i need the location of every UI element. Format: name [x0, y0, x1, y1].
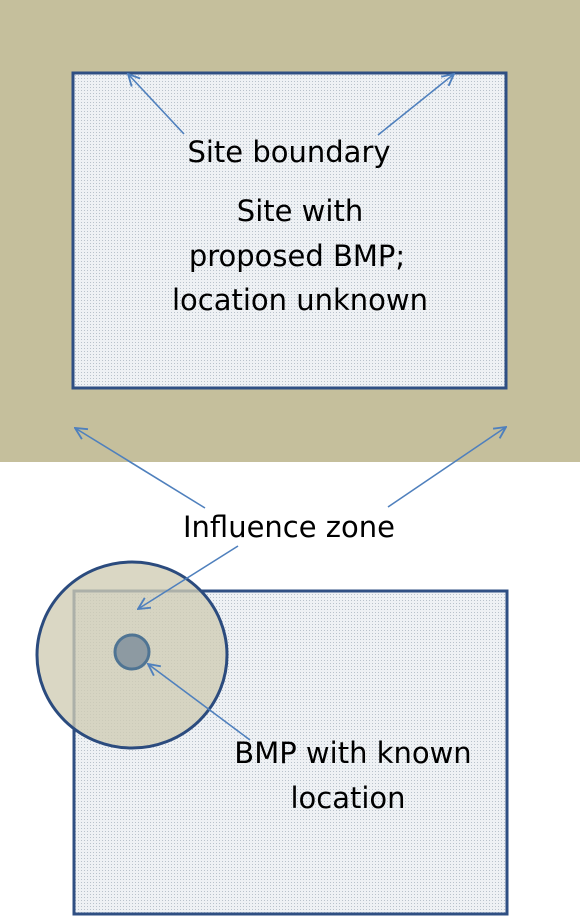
- bmp-known-label-line-2: location: [290, 781, 405, 815]
- bmp-known-label-line-1: BMP with known: [234, 736, 471, 770]
- site-boundary-label: Site boundary: [187, 135, 390, 169]
- proposed-site-label-line-2: proposed BMP;: [189, 239, 405, 273]
- influence-zone-arrow-left: [75, 428, 206, 509]
- proposed-site-label-line-1: Site with: [237, 194, 363, 228]
- site-boundary-arrow-right: [377, 74, 454, 136]
- influence-zone-arrow-right: [387, 427, 506, 508]
- bmp-marker: [113, 633, 151, 671]
- bmp-arrow: [148, 664, 251, 741]
- proposed-site-label-line-3: location unknown: [172, 283, 428, 317]
- site-boundary-arrow-left: [128, 74, 185, 135]
- proposed-site-boundary: [71, 71, 508, 390]
- influence-zone-label: Influence zone: [183, 510, 395, 544]
- influence-zone-arrow-down: [138, 545, 239, 609]
